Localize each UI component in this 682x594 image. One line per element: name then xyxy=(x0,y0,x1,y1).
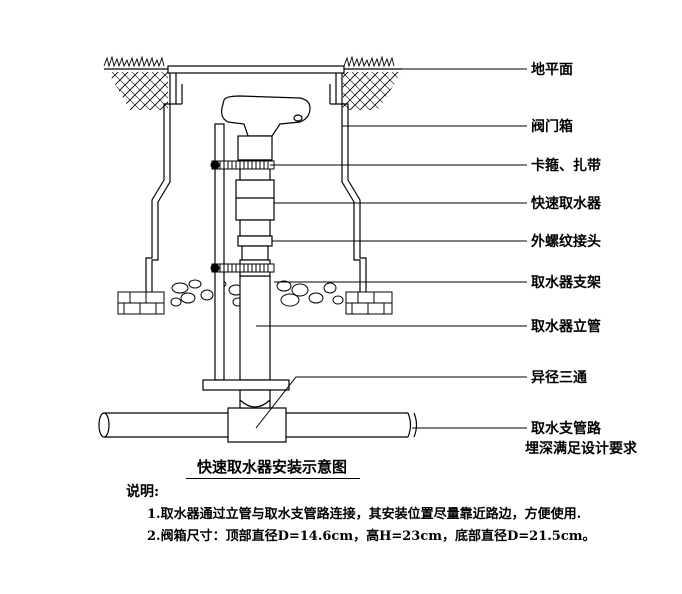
quick-coupler xyxy=(221,95,311,277)
clamp-lower xyxy=(210,263,275,273)
leader-lines xyxy=(255,68,527,429)
label-adapter: 外螺纹接头 xyxy=(531,234,601,250)
label-bracket: 取水器支架 xyxy=(531,275,601,291)
note-item-1: 1.取水器通过立管与取水支管路连接，其安装位置尽量靠近路边，方便使用. xyxy=(147,507,582,522)
valve-box xyxy=(145,73,367,292)
notes-heading: 说明: xyxy=(126,484,160,500)
label-ground: 地平面 xyxy=(531,62,573,78)
valve-box-lid xyxy=(167,65,345,74)
label-clamp: 卡箍、扎带 xyxy=(531,158,601,174)
label-burial-depth: 埋深满足设计要求 xyxy=(525,441,637,457)
gravel-bed xyxy=(170,279,344,307)
note-item-2: 2.阀箱尺寸：顶部直径D=14.6cm，高H=23cm，底部直径D=21.5cm… xyxy=(147,529,596,544)
label-tee: 异径三通 xyxy=(531,370,587,386)
reducing-tee xyxy=(227,389,287,443)
base-plate xyxy=(202,379,290,391)
brick-footing-left xyxy=(117,291,165,315)
brick-footing-right xyxy=(345,291,393,315)
label-valve-box: 阀门箱 xyxy=(531,119,573,135)
label-riser: 取水器立管 xyxy=(531,319,601,335)
ground-soil xyxy=(103,55,402,110)
title-underline xyxy=(186,478,360,479)
clamp-upper xyxy=(210,160,275,170)
label-branch-line: 取水支管路 xyxy=(531,421,601,437)
label-coupler: 快速取水器 xyxy=(531,196,601,212)
riser-pipe xyxy=(239,275,271,381)
diagram-title: 快速取水器安装示意图 xyxy=(197,458,348,476)
